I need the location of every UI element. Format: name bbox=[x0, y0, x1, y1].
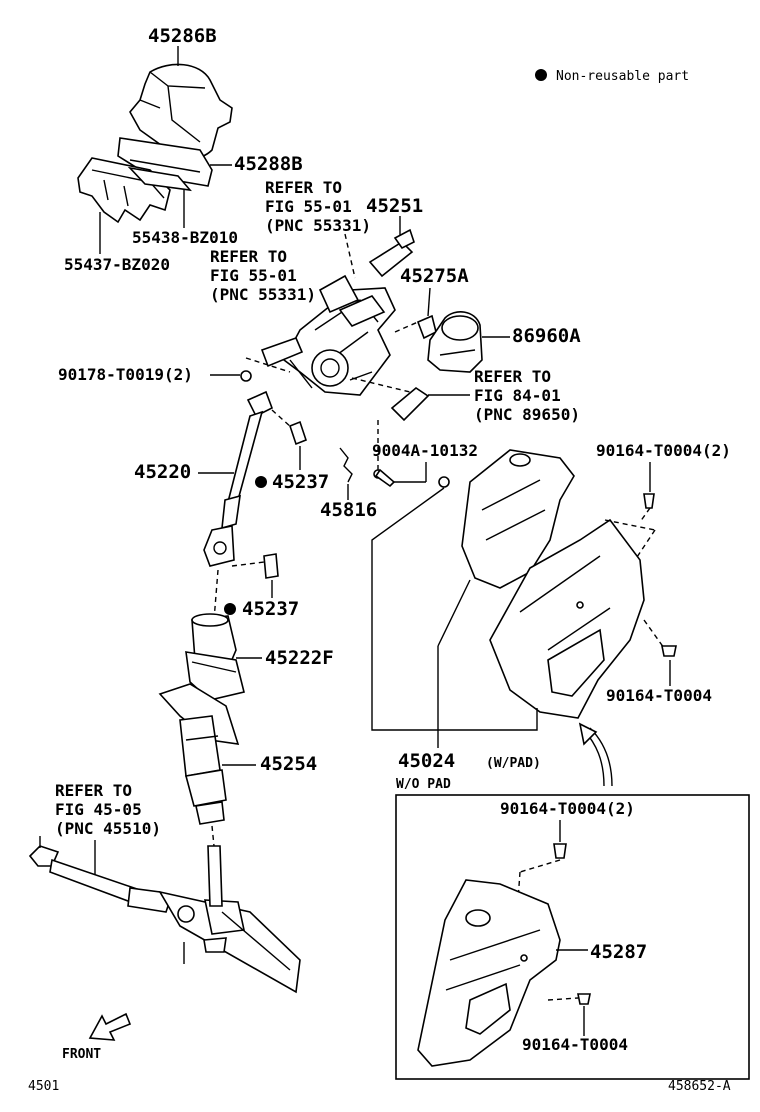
part-45251-label: 45251 bbox=[366, 195, 423, 217]
part-55437-label: 55437-BZ020 bbox=[64, 255, 170, 274]
column-hole-seal bbox=[158, 683, 240, 825]
part-45024-sub-label: (W/PAD) bbox=[486, 756, 541, 771]
svg-text:(PNC 55331): (PNC 55331) bbox=[265, 216, 371, 235]
part-86960A-label: 86960A bbox=[512, 325, 581, 347]
screw-90164-upper bbox=[643, 493, 655, 509]
svg-text:REFER TO: REFER TO bbox=[55, 781, 132, 800]
part-45237-lower-label: 45237 bbox=[242, 598, 299, 620]
svg-text:REFER TO: REFER TO bbox=[474, 367, 551, 386]
figure-number: 4501 bbox=[28, 1079, 59, 1094]
svg-text:REFER TO: REFER TO bbox=[265, 178, 342, 197]
intermediate-shaft bbox=[203, 390, 274, 567]
svg-text:(PNC 45510): (PNC 45510) bbox=[55, 819, 161, 838]
refer-note-4: REFER TO FIG 45-05 (PNC 45510) bbox=[55, 781, 161, 838]
lower-column-cover-with-pad bbox=[438, 449, 645, 719]
part-90164-upper-label: 90164-T0004(2) bbox=[596, 441, 731, 460]
part-45288B-label: 45288B bbox=[234, 153, 303, 175]
svg-text:FIG 55-01: FIG 55-01 bbox=[210, 266, 297, 285]
wo-pad-label: W/O PAD bbox=[396, 777, 451, 792]
screw-90164-box-side bbox=[577, 993, 591, 1005]
front-label: FRONT bbox=[62, 1047, 101, 1062]
svg-text:FIG 45-05: FIG 45-05 bbox=[55, 800, 142, 819]
column-hole-cover bbox=[185, 613, 245, 701]
instrument-panel-clip-bracket bbox=[77, 157, 192, 224]
front-arrow-icon bbox=[88, 1012, 132, 1041]
drawing-number: 458652-A bbox=[668, 1079, 731, 1094]
svg-text:REFER TO: REFER TO bbox=[210, 247, 287, 266]
svg-text:FIG 84-01: FIG 84-01 bbox=[474, 386, 561, 405]
steering-column-assembly bbox=[260, 228, 415, 396]
ecu-module bbox=[390, 387, 430, 422]
part-45254-label: 45254 bbox=[260, 753, 317, 775]
part-45275A-label: 45275A bbox=[400, 265, 469, 287]
svg-text:(PNC 55331): (PNC 55331) bbox=[210, 285, 316, 304]
part-45024-label: 45024 bbox=[398, 750, 455, 772]
nut-90178 bbox=[240, 370, 252, 382]
non-reusable-dot-icon bbox=[535, 69, 547, 81]
part-45287-label: 45287 bbox=[590, 941, 647, 963]
part-55438-label: 55438-BZ010 bbox=[132, 228, 238, 247]
part-45222F-label: 45222F bbox=[265, 647, 334, 669]
refer-note-1: REFER TO FIG 55-01 (PNC 55331) bbox=[265, 178, 371, 235]
part-45286B-label: 45286B bbox=[148, 25, 217, 47]
svg-text:FIG 55-01: FIG 55-01 bbox=[265, 197, 352, 216]
legend-text: Non-reusable part bbox=[556, 69, 689, 84]
part-90164-side-label: 90164-T0004 bbox=[606, 686, 712, 705]
bolt-45237-upper bbox=[289, 420, 307, 446]
part-45237-upper-label: 45237 bbox=[272, 471, 329, 493]
power-steering-motor bbox=[427, 311, 483, 373]
screw-90164-side bbox=[661, 645, 677, 657]
part-90164-box-side-label: 90164-T0004 bbox=[522, 1035, 628, 1054]
part-45816-label: 45816 bbox=[320, 499, 377, 521]
refer-note-2: REFER TO FIG 55-01 (PNC 55331) bbox=[210, 247, 316, 304]
refer-note-3: REFER TO FIG 84-01 (PNC 89650) bbox=[474, 367, 580, 424]
screw-90164-box-top bbox=[553, 843, 567, 859]
bolt-45237-lower bbox=[263, 553, 279, 579]
svg-text:(PNC 89650): (PNC 89650) bbox=[474, 405, 580, 424]
non-reusable-mark-icon bbox=[255, 476, 267, 488]
clip-45816 bbox=[339, 447, 353, 483]
steering-gear-rack bbox=[28, 836, 301, 994]
part-45220-label: 45220 bbox=[134, 461, 191, 483]
part-9004A-label: 9004A-10132 bbox=[372, 441, 478, 460]
without-pad-box bbox=[395, 794, 750, 1080]
non-reusable-mark-icon bbox=[224, 603, 236, 615]
part-90164-box-top-label: 90164-T0004(2) bbox=[500, 799, 635, 818]
bolt-9004A bbox=[373, 468, 396, 488]
part-90178-label: 90178-T0019(2) bbox=[58, 365, 193, 384]
column-trim-strip bbox=[117, 137, 213, 187]
